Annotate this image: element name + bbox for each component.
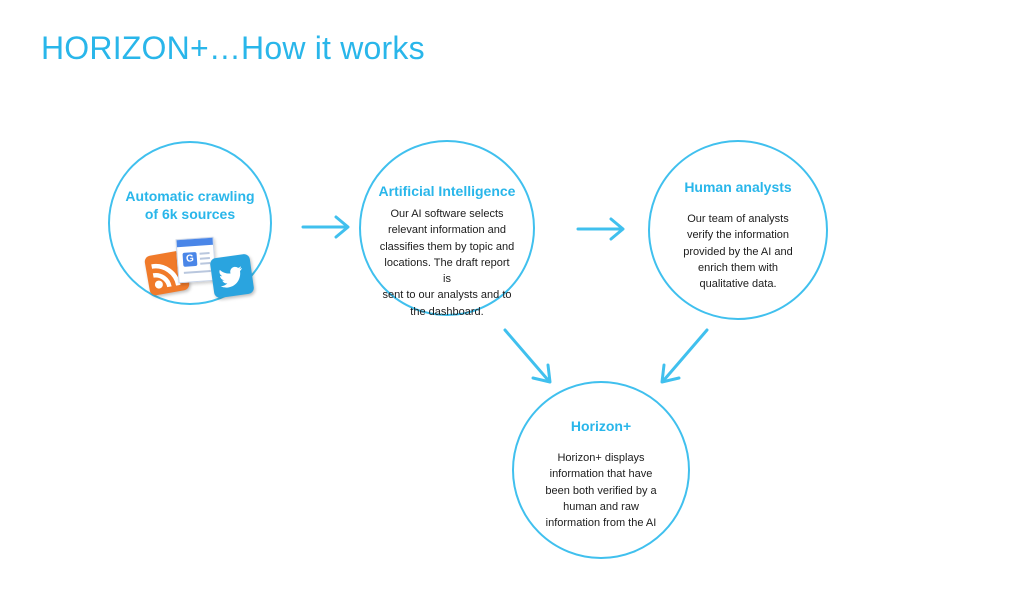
node-description: Our AI software selects relevant informa… [379, 206, 515, 320]
description-line: Our team of analysts [687, 213, 789, 225]
node-horizon-plus: Horizon+ Horizon+ displays information t… [512, 381, 690, 559]
description-line: provided by the AI and [683, 245, 793, 258]
arrow-ai-to-analysts [576, 217, 625, 241]
arrow-crawling-to-ai [301, 215, 350, 239]
description-line: information from the AI [545, 517, 657, 530]
node-title-line: Automatic crawling [125, 188, 255, 204]
description-line: sent to our analysts and to [382, 289, 512, 302]
node-human-analysts: Human analysts Our team of analysts veri… [648, 140, 828, 320]
description-line: the dashboard. [410, 305, 484, 318]
node-artificial-intelligence: Artificial Intelligence Our AI software … [359, 140, 535, 318]
rss-icon [143, 249, 191, 297]
description-line: classifies them by topic and [379, 240, 515, 253]
arrow-analysts-to-horizon [660, 328, 709, 384]
description-line: qualitative data. [699, 278, 777, 291]
node-automatic-crawling: Automatic crawling of 6k sources G [108, 141, 272, 305]
description-line: been both verified by a [545, 484, 657, 497]
description-line: information that have [549, 468, 653, 481]
description-line: enrich them with [697, 261, 779, 274]
node-title: Horizon+ [570, 418, 632, 434]
page-title: HORIZON+…How it works [41, 30, 425, 66]
node-description: Horizon+ displays information that have … [538, 450, 664, 531]
twitter-icon [209, 253, 255, 299]
node-title: Human analysts [684, 179, 792, 195]
description-line: Horizon+ displays [557, 452, 645, 464]
node-title-line: of 6k sources [144, 206, 236, 222]
arrow-ai-to-horizon [503, 328, 552, 384]
description-line: Our AI software selects [390, 208, 504, 220]
source-icons: G [142, 235, 258, 299]
description-line: locations. The draft report is [384, 256, 510, 286]
description-line: relevant information and [387, 224, 506, 237]
node-title: Automatic crawling of 6k sources [110, 187, 270, 223]
node-title: Artificial Intelligence [378, 183, 516, 199]
description-line: verify the information [686, 229, 790, 242]
description-line: human and raw [563, 500, 639, 513]
node-description: Our team of analysts verify the informat… [676, 211, 800, 292]
